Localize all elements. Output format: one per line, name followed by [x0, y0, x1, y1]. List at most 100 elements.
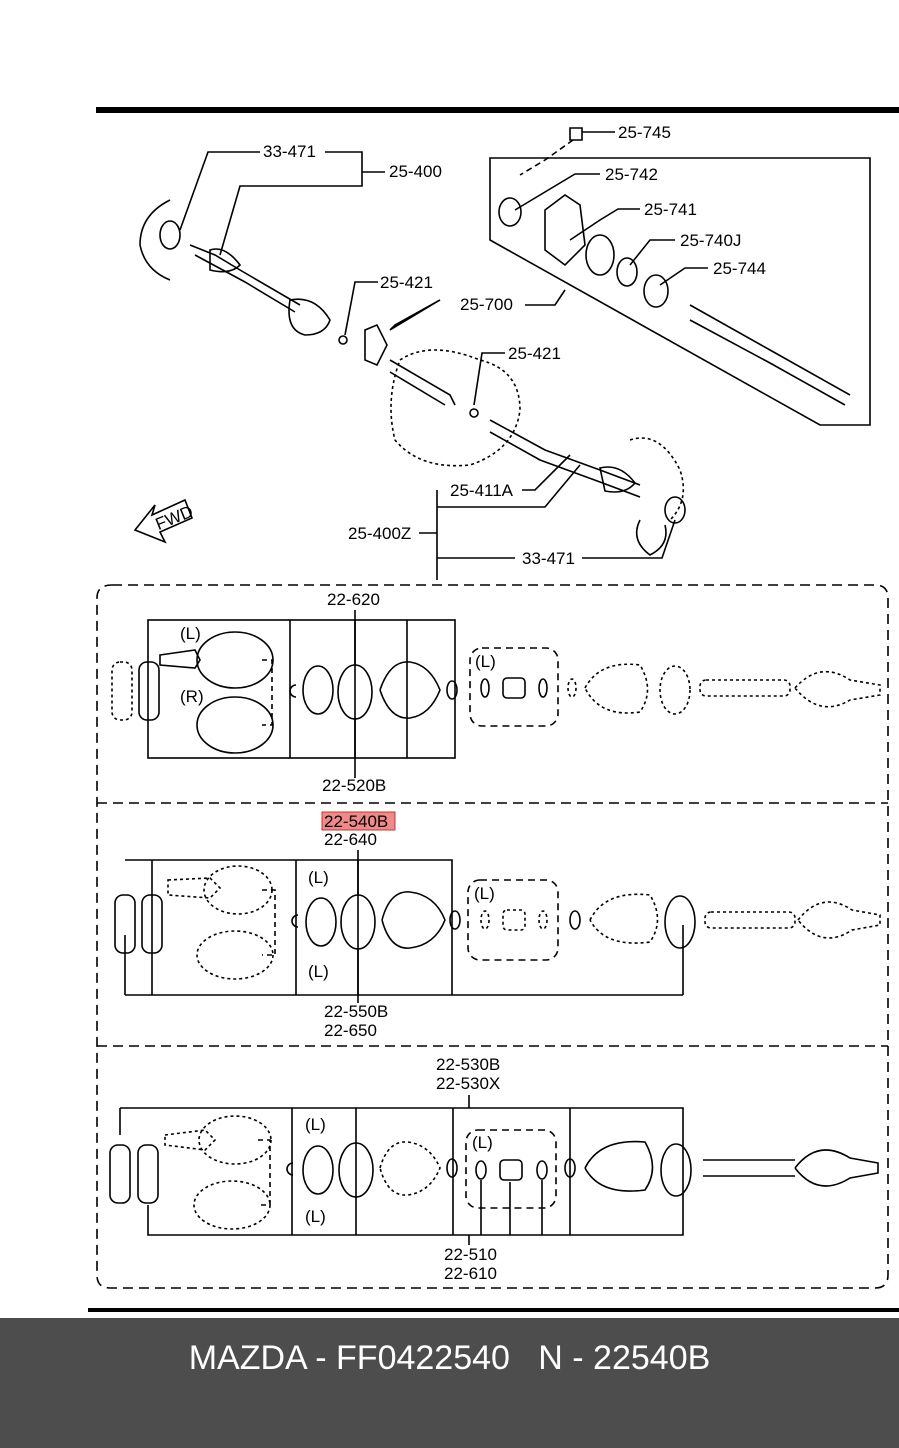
left-clip [338, 335, 348, 345]
p2-top-label: 22-640 [324, 830, 377, 849]
p1-inner-ring-b [538, 678, 548, 698]
p3-outer-band [660, 1143, 692, 1197]
p3-clamp [446, 1158, 458, 1178]
leader-25742 [514, 173, 600, 211]
p3-shaft [703, 1159, 795, 1177]
leader-25740J [629, 239, 675, 266]
label-25700: 25-700 [460, 295, 513, 314]
p2-circlip [291, 914, 299, 928]
leader-25400 [219, 151, 363, 256]
label-25745: 25-745 [618, 123, 671, 142]
pointer-arrow-25700 [389, 299, 441, 331]
p2-bottom-label-2: 22-650 [324, 1021, 377, 1040]
bearing-744 [643, 274, 669, 308]
p3-grease-tube-b [137, 1144, 159, 1204]
label-25740J: 25-740J [680, 231, 741, 250]
p1-ring [302, 665, 334, 715]
highlight-part-box [321, 811, 396, 831]
p2-clamp-b [569, 910, 581, 930]
label-25742: 25-742 [605, 165, 658, 184]
p1-inner-box [469, 647, 559, 727]
right-clip [469, 408, 479, 418]
label-25400Z: 25-400Z [348, 524, 411, 543]
p1-boot [379, 661, 441, 719]
p2-joint-a [203, 865, 273, 915]
p1-R-label: (R) [180, 687, 204, 706]
p1-inner-ring-a [480, 678, 490, 698]
panel1-frame [147, 619, 456, 759]
p3-clamp-b [564, 1158, 576, 1178]
p1-stub-axle [159, 649, 201, 669]
p2-L-label-1: (L) [308, 868, 329, 887]
p1-outer-band-dashed [659, 665, 691, 715]
label-25421-a: 25-421 [380, 273, 433, 292]
p1-shaft-dashed [699, 679, 791, 697]
p1-grease-tube [138, 661, 160, 721]
p2-stub-axle [167, 877, 222, 899]
p1-top-label: 22-620 [327, 590, 380, 609]
housing-ring [585, 234, 615, 276]
p2-joint-bracket [262, 889, 276, 956]
center-shaft-stub [389, 359, 456, 406]
leader-25741 [569, 208, 640, 241]
p1-joint-L [196, 631, 274, 689]
left-hub [139, 199, 171, 281]
p3-L-label-1: (L) [305, 1115, 326, 1134]
p2-inner-ring-b [538, 910, 548, 930]
label-25741: 25-741 [644, 200, 697, 219]
p2-inner-box [467, 879, 559, 961]
p1-bottom-label: 22-520B [322, 776, 386, 795]
p1-clamp-dashed [567, 678, 577, 698]
bearing-support-bracket [364, 323, 388, 367]
p3-ring [302, 1145, 334, 1195]
p3-inner-box [465, 1129, 557, 1209]
left-hub-nut [159, 220, 181, 250]
p2-clamp [449, 910, 461, 930]
kit-dashed-box [96, 584, 889, 1289]
p2-L-label-2: (L) [308, 962, 329, 981]
p2-bottom-label-1: 22-550B [324, 1002, 388, 1021]
p2-joint-b [196, 930, 274, 980]
leader-33471-b [437, 519, 676, 559]
p2-outer-band [664, 895, 696, 949]
p3-top-label-2: 22-530X [436, 1074, 500, 1093]
bearing-inset-box [489, 157, 871, 426]
right-hub [635, 519, 667, 556]
panel2-frame [124, 859, 684, 996]
leader-25421-b [473, 352, 505, 406]
right-outer-joint [599, 466, 637, 493]
p2-outer-joint-dashed [797, 901, 881, 939]
inset-shaft [689, 304, 851, 406]
drive-shaft-exploded-diagram: 33-471 25-400 25-745 25-742 25-741 25-74… [88, 107, 899, 1312]
p2-inner-bearing [502, 909, 526, 931]
p3-leaders-inner [480, 1180, 543, 1235]
label-33471-b: 33-471 [522, 549, 575, 568]
p3-joint-a [198, 1115, 272, 1165]
fwd-arrow [133, 498, 194, 544]
snap-ring-740J [616, 257, 638, 287]
footer-bar: MAZDA - FF0422540 N - 22540B [0, 1318, 899, 1448]
p2-boot [381, 891, 446, 949]
bolt-25745 [569, 127, 590, 141]
p1-clamp [446, 680, 458, 700]
leader-25700 [525, 289, 566, 306]
left-outer-joint [209, 248, 242, 273]
p1-grease-tube-dashed [111, 661, 133, 721]
p3-joint-b [193, 1180, 271, 1230]
bracket-25400Z [436, 464, 581, 580]
p3-outer-joint [794, 1149, 879, 1187]
p1-inner-L-label: (L) [475, 652, 496, 671]
p1-joint-R [196, 696, 274, 754]
panel3-frame [119, 1107, 684, 1236]
bolt-leader-dashed [519, 139, 574, 176]
p1-inner-bearing [502, 677, 526, 699]
p3-bottom-label-2: 22-610 [444, 1264, 497, 1283]
transmission-outline [390, 349, 521, 467]
p1-outer-joint-dashed [794, 670, 881, 708]
p2-grease-tube-a [114, 894, 136, 954]
p1-joint-bracket [262, 659, 273, 726]
right-shaft [489, 419, 641, 498]
p3-L-label-2: (L) [305, 1207, 326, 1226]
p2-highlight-label: 22-540B [324, 812, 388, 831]
